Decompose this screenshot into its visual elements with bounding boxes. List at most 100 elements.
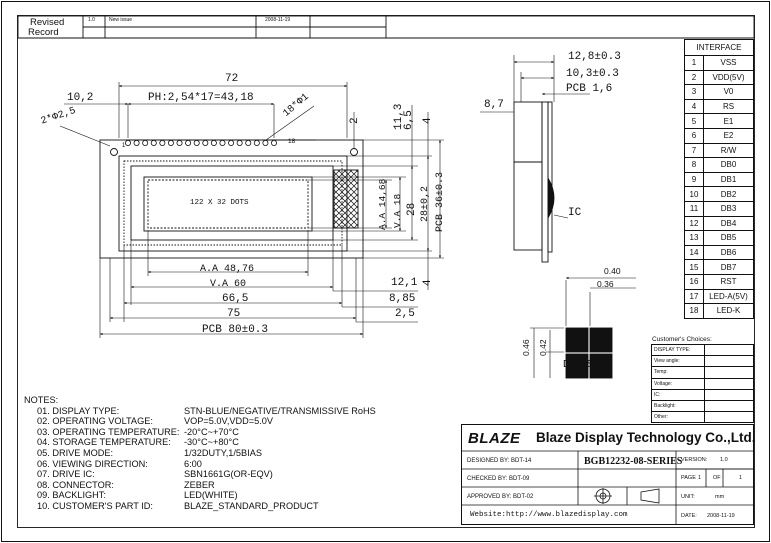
pin-number: 6: [684, 127, 704, 144]
pin-first-label: 1: [122, 143, 126, 149]
pin-last-label: 18: [288, 138, 296, 145]
note-item: 08. CONNECTOR: ZEBER: [24, 480, 376, 491]
note-value: ZEBER: [184, 479, 215, 490]
revision-description: New issue: [109, 17, 133, 23]
note-item: 09. BACKLIGHT:LED(WHITE): [24, 490, 376, 501]
pin-signal: RST: [703, 273, 754, 290]
dim-va-height: V.A 18: [392, 193, 403, 228]
dot-width-inner: 0.36: [597, 279, 614, 289]
dot-size-figure: [530, 276, 636, 379]
note-item: 02. OPERATING VOLTAGE:VOP=5.0V,VDD=5.0V: [24, 416, 376, 427]
unit-value: mm: [715, 494, 725, 500]
dot-size-label: DOT SIZE: [563, 359, 609, 370]
note-key: 09. BACKLIGHT:: [37, 490, 106, 501]
side-ic-label: IC: [568, 207, 582, 219]
dim-bottom-4: 4: [422, 279, 434, 286]
revision-version: 1.0: [88, 17, 95, 23]
customer-row: DISPLAY TYPE:: [651, 343, 754, 357]
note-key: 08. CONNECTOR:: [37, 479, 114, 490]
note-value: -30°C~+80°C: [184, 437, 239, 448]
note-item: 05. DRIVE MODE:1/32DUTY,1/5BIAS: [24, 448, 376, 459]
note-key: 06. VIEWING DIRECTION:: [37, 458, 148, 469]
date-value: 2008-11-19: [707, 513, 735, 519]
customer-row: IC:: [651, 388, 754, 401]
dim-8-85: 8,85: [389, 293, 416, 305]
dim-2-5: 2,5: [395, 308, 415, 320]
customer-row: Voltage:: [651, 377, 754, 390]
pin-signal: V0: [703, 84, 754, 100]
note-value: VOP=5.0V,VDD=5.0V: [184, 416, 274, 427]
pin-hole: [159, 139, 166, 146]
of-value: 1: [739, 475, 743, 481]
customer-field-label: Other:: [651, 411, 705, 424]
version-value: 1.0: [720, 457, 728, 463]
dim-height-28-tol: 28±0,2: [420, 185, 431, 222]
approved-by: APPROVED BY: BDT-02: [467, 494, 534, 500]
customer-field-label: View angle:: [651, 355, 705, 368]
pin-number: 12: [684, 215, 704, 232]
dim-side-10-3: 10,3±0.3: [566, 68, 619, 80]
note-key: 05. DRIVE MODE:: [37, 447, 114, 458]
dim-top-4: 4: [422, 117, 434, 124]
dim-top-2: 2: [349, 117, 361, 124]
customer-choices-table: DISPLAY TYPE:View angle:Temp:Voltage:IC:…: [651, 343, 754, 424]
note-value: STN-BLUE/NEGATIVE/TRANSMISSIVE RoHS: [184, 405, 376, 416]
dim-height-28: 28: [406, 202, 418, 216]
customer-field-label: IC:: [651, 388, 705, 401]
pin-hole: [245, 139, 252, 146]
customer-field-value: [704, 388, 754, 401]
dim-66-5: 66,5: [222, 293, 249, 305]
pin-signal: DB4: [703, 215, 754, 232]
pin-number: 7: [684, 142, 704, 159]
pin-hole: [167, 139, 174, 146]
note-key: 01. DISPLAY TYPE:: [37, 405, 120, 416]
pin-number: 14: [684, 244, 704, 261]
pin-number: 4: [684, 98, 704, 115]
pin-hole: [185, 139, 192, 146]
revision-label-line2: Record: [28, 27, 59, 38]
pin-number: 9: [684, 171, 704, 188]
dim-side-pcb: PCB 1,6: [566, 83, 613, 95]
dim-viewing-area-width: V.A 60: [210, 279, 247, 290]
customer-field-label: DISPLAY TYPE:: [651, 343, 705, 357]
note-key: 07. DRIVE IC:: [37, 469, 95, 480]
pin-hole: [150, 139, 157, 146]
dim-pcb-width: PCB 80±0.3: [202, 324, 269, 336]
pin-number: 11: [684, 200, 704, 217]
pin-signal: R/W: [703, 142, 754, 159]
pin-holes: [125, 139, 277, 146]
customer-field-value: [704, 377, 754, 390]
interface-title: INTERFACE: [684, 39, 754, 56]
pin-number: 17: [684, 288, 704, 305]
pin-number: 16: [684, 273, 704, 290]
note-item: 06. VIEWING DIRECTION:6:00: [24, 459, 376, 470]
pin-hole: [193, 139, 200, 146]
company-name: Blaze Display Technology Co.,Ltd.: [536, 430, 756, 445]
customer-field-label: Voltage:: [651, 377, 705, 390]
notes-title: NOTES:: [24, 395, 59, 405]
lcd-resolution-text: 122 X 32 DOTS: [190, 199, 249, 207]
sheet-border-inner: [17, 15, 755, 528]
pin-hole: [219, 139, 226, 146]
pin-number: 3: [684, 84, 704, 100]
revision-label-line1: Revised: [30, 17, 65, 28]
pin-signal: VSS: [703, 55, 754, 71]
customer-title: Customer's Choices:: [652, 336, 712, 343]
pin-number: 10: [684, 186, 704, 202]
dim-pin1-offset: 10,2: [67, 92, 94, 104]
customer-field-value: [704, 399, 754, 413]
dot-height-inner: 0.42: [538, 339, 548, 356]
dim-active-area-width: A.A 48,76: [200, 264, 255, 275]
pin-number: 5: [684, 113, 704, 129]
note-item: 01. DISPLAY TYPE: STN-BLUE/NEGATIVE/TRANS…: [24, 406, 376, 417]
pin-number: 2: [684, 69, 704, 86]
